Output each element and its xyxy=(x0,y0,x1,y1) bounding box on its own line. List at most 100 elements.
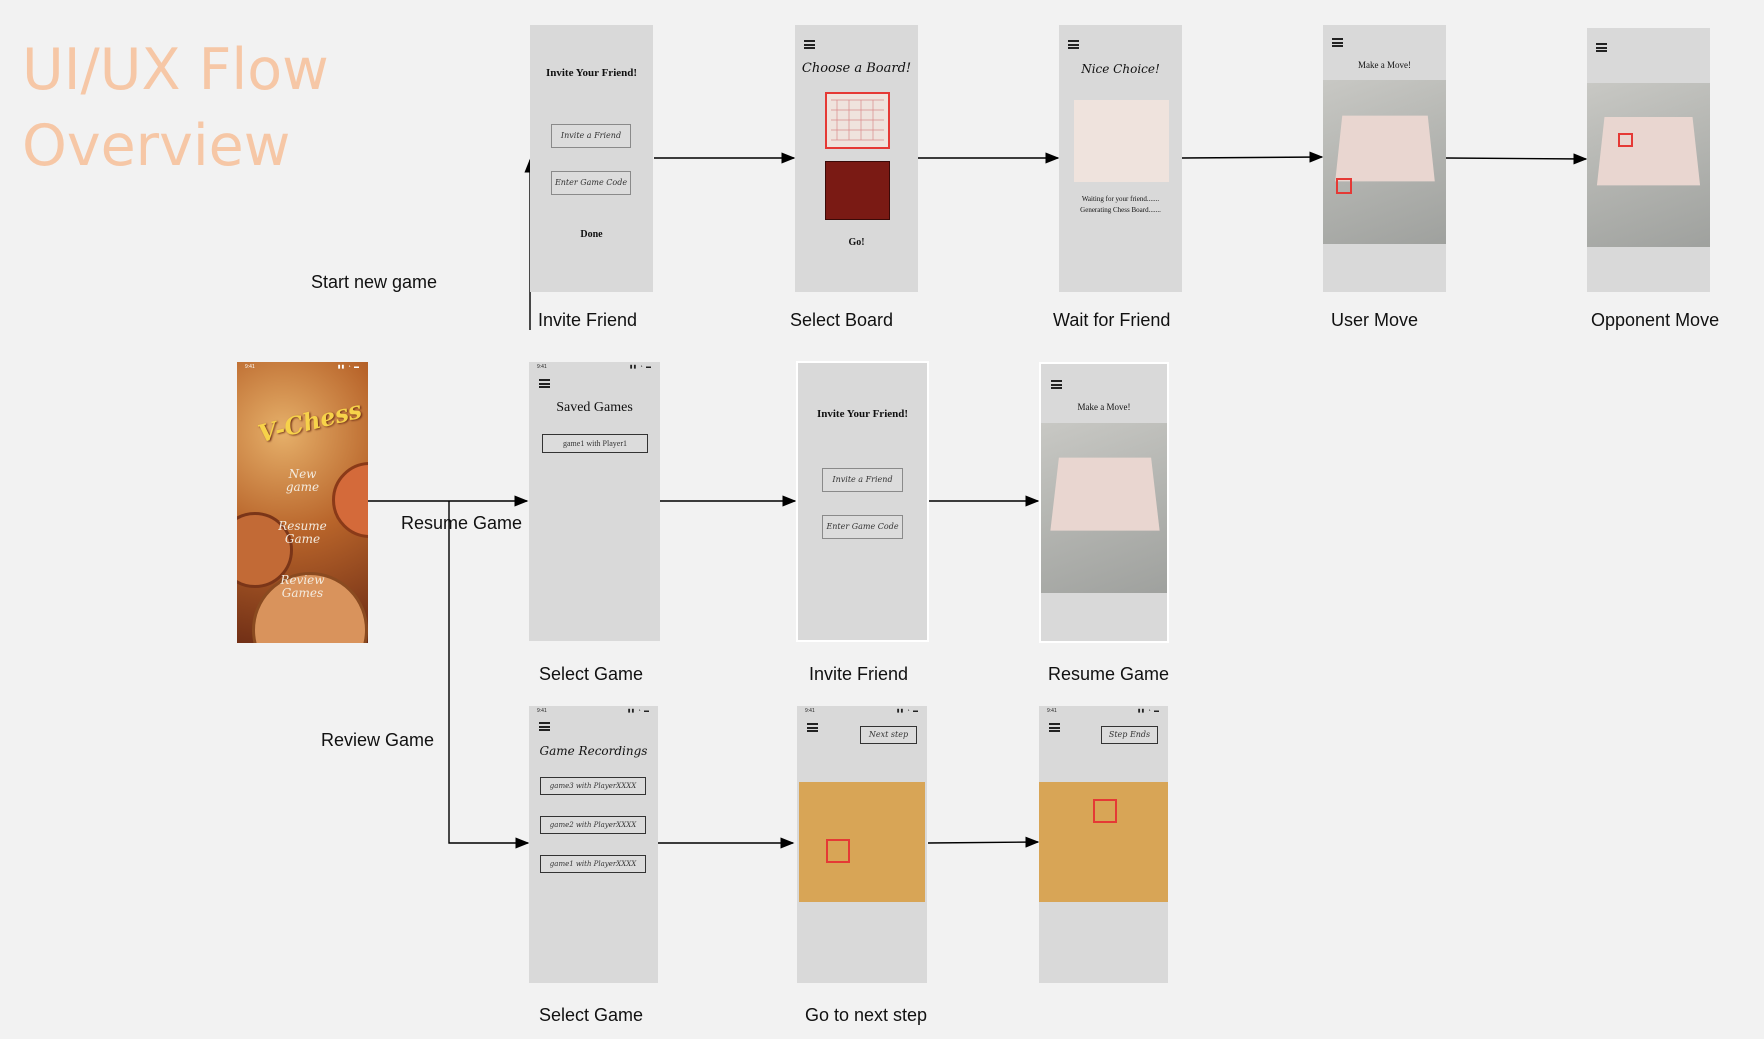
status-icons: ▮▮ ◔ ▬ xyxy=(896,708,919,714)
menu-icon[interactable] xyxy=(804,40,815,49)
menu-icon[interactable] xyxy=(1051,380,1062,389)
screen-resume-game: Make a Move! xyxy=(1039,362,1169,643)
caption-resume-game: Resume Game xyxy=(1048,664,1170,684)
screen-opponent-move xyxy=(1587,28,1710,292)
invite-friend-button[interactable]: Invite a Friend xyxy=(822,468,903,492)
screen-title: Make a Move! xyxy=(1358,60,1411,70)
screen-user-move: Make a Move! xyxy=(1323,25,1446,292)
recording-item[interactable]: game2 with PlayerXXXX xyxy=(540,816,646,834)
status-icons: ▮▮ ◔ ▬ xyxy=(627,708,650,714)
app-logo: V-Chess xyxy=(255,394,365,449)
status-bar: 9:41 ▮▮ ◔ ▬ xyxy=(1039,708,1168,716)
screen-title: Invite Your Friend! xyxy=(545,67,638,79)
branch-review-line xyxy=(448,501,530,849)
selected-piece-highlight xyxy=(1336,178,1352,194)
menu-label: game xyxy=(285,480,320,494)
camera-view xyxy=(1041,423,1167,593)
board-grid xyxy=(831,99,884,141)
caption-opponent-move: Opponent Move xyxy=(1591,310,1720,330)
status-time: 9:41 xyxy=(537,364,547,370)
chess-board-image xyxy=(1039,782,1168,902)
board-option-light[interactable] xyxy=(825,92,890,149)
moved-piece-highlight xyxy=(1618,133,1633,147)
menu-icon[interactable] xyxy=(1068,40,1079,49)
saved-game-item[interactable]: game1 with Player1 xyxy=(542,434,648,453)
caption-select-board: Select Board xyxy=(790,310,894,330)
move-highlight xyxy=(1093,799,1117,823)
screen-title: Make a Move! xyxy=(1077,402,1131,412)
menu-icon[interactable] xyxy=(539,379,550,388)
menu-icon[interactable] xyxy=(807,723,818,732)
status-bar: 9:41 ▮▮ ◔ ▬ xyxy=(797,708,927,716)
waiting-message: Waiting for your friend....... xyxy=(1081,195,1160,203)
chess-board-image xyxy=(799,782,925,902)
screen-title: Nice Choice! xyxy=(1081,62,1160,76)
screen-game-recordings: 9:41 ▮▮ ◔ ▬ Game Recordings game3 with Pl… xyxy=(529,706,658,983)
arrow-r1-3 xyxy=(1181,151,1324,163)
chess-board-image xyxy=(1596,117,1701,186)
menu-label: Games xyxy=(281,586,324,600)
status-icons: ▮▮ ◔ ▬ xyxy=(337,364,360,370)
chess-board-image xyxy=(1074,100,1169,182)
invite-friend-button[interactable]: Invite a Friend xyxy=(551,124,631,148)
caption-invite-friend: Invite Friend xyxy=(538,310,638,330)
screen-title: Saved Games xyxy=(556,400,633,415)
screen-step-ends: 9:41 ▮▮ ◔ ▬ Step Ends xyxy=(1039,706,1168,983)
label-start-new-game: Start new game xyxy=(311,272,438,292)
board-option-dark[interactable] xyxy=(825,161,890,220)
recording-item[interactable]: game1 with PlayerXXXX xyxy=(540,855,646,873)
status-bar: 9:41▮▮ ◔ ▬ xyxy=(529,364,660,372)
menu-label: New xyxy=(288,467,317,481)
menu-icon[interactable] xyxy=(1332,38,1343,47)
menu-label: Review xyxy=(280,573,325,587)
status-time: 9:41 xyxy=(245,364,255,370)
go-button[interactable]: Go! xyxy=(848,237,865,248)
generating-message: Generating Chess Board....... xyxy=(1080,206,1161,214)
menu-label: Game xyxy=(284,532,321,546)
step-ends-button[interactable]: Step Ends xyxy=(1101,726,1158,744)
title-line-2: Overview xyxy=(22,113,291,179)
arrow-r1-4 xyxy=(1445,153,1588,165)
status-time: 9:41 xyxy=(805,708,815,714)
status-icons: ▮▮ ◔ ▬ xyxy=(1137,708,1160,714)
move-highlight xyxy=(826,839,850,863)
caption-select-game-review: Select Game xyxy=(539,1005,644,1025)
caption-invite-friend-resume: Invite Friend xyxy=(809,664,909,684)
caption-wait-for-friend: Wait for Friend xyxy=(1053,310,1171,330)
menu-icon[interactable] xyxy=(539,722,550,731)
status-bar: 9:41 ▮▮ ◔ ▬ xyxy=(237,364,368,372)
status-time: 9:41 xyxy=(1047,708,1057,714)
screen-title: Invite Your Friend! xyxy=(816,408,909,420)
camera-view xyxy=(1587,83,1710,247)
menu-label: Resume xyxy=(278,519,327,533)
status-time: 9:41 xyxy=(537,708,547,714)
caption-select-game: Select Game xyxy=(539,664,644,684)
screen-invite-friend: Invite Your Friend! Invite a Friend Ente… xyxy=(530,25,653,292)
chess-board-image xyxy=(1050,457,1160,531)
recording-item[interactable]: game3 with PlayerXXXX xyxy=(540,777,646,795)
label-review-game: Review Game xyxy=(321,730,435,750)
title-line-1: UI/UX Flow xyxy=(22,37,329,103)
next-step-button[interactable]: Next step xyxy=(860,726,917,744)
screen-select-board: Choose a Board! Go! xyxy=(795,25,918,292)
screen-title: Choose a Board! xyxy=(801,61,912,76)
screen-title: Game Recordings xyxy=(539,744,648,758)
caption-user-move: User Move xyxy=(1331,310,1419,330)
screen-invite-friend-resume: Invite Your Friend! Invite a Friend Ente… xyxy=(796,361,929,642)
chess-board-image xyxy=(1335,115,1435,182)
enter-game-code-button[interactable]: Enter Game Code xyxy=(822,515,903,539)
menu-icon[interactable] xyxy=(1596,43,1607,52)
screen-saved-games: 9:41▮▮ ◔ ▬ Saved Games game1 with Player… xyxy=(529,362,660,641)
camera-view xyxy=(1323,80,1446,244)
done-button[interactable]: Done xyxy=(580,229,603,240)
caption-next-step: Go to next step xyxy=(805,1005,928,1025)
enter-game-code-button[interactable]: Enter Game Code xyxy=(551,171,631,195)
screen-wait-for-friend: Nice Choice! Waiting for your friend....… xyxy=(1059,25,1182,292)
page-title: UI/UX Flow Overview xyxy=(22,32,382,184)
menu-icon[interactable] xyxy=(1049,723,1060,732)
